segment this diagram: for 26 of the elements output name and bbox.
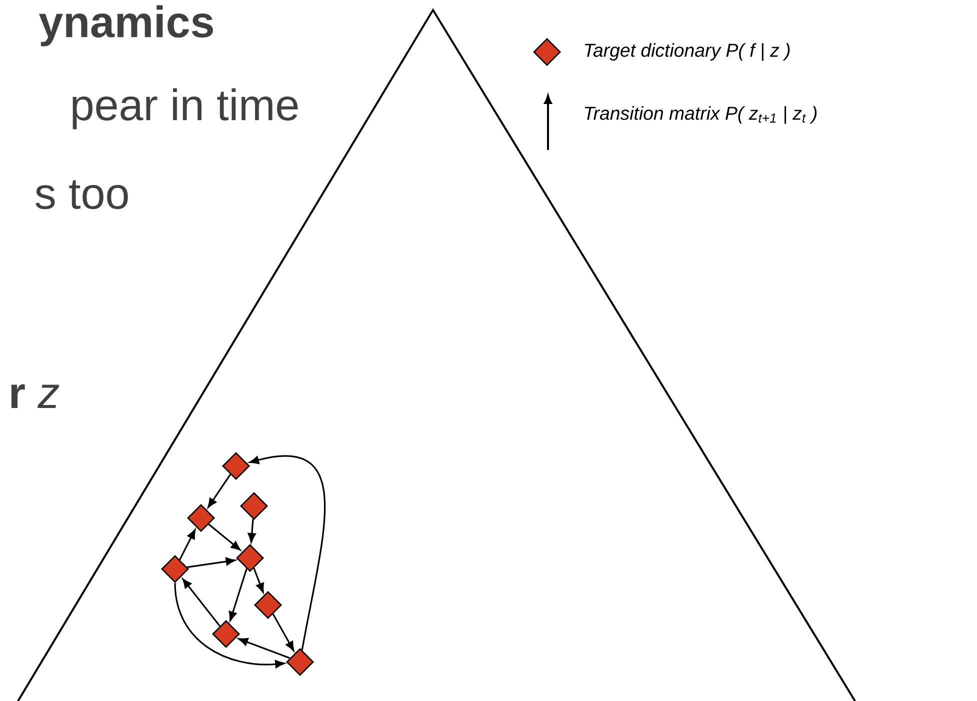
state-diamond xyxy=(161,555,189,583)
arrow xyxy=(228,568,248,622)
arrow xyxy=(249,455,326,650)
state-diamond xyxy=(240,492,268,520)
legend-text: Target dictionary P( f | z ) xyxy=(584,43,790,61)
arrow xyxy=(182,578,220,627)
arrow xyxy=(174,582,285,668)
arrow xyxy=(238,638,290,659)
arrow xyxy=(179,529,196,560)
arrow xyxy=(187,557,236,568)
legend-text: Transition matrix P( z$_{t+1}$ | z$_{t}$ ) xyxy=(584,106,817,124)
state-diamond xyxy=(222,452,250,480)
arrow xyxy=(248,518,256,543)
state-diamond xyxy=(236,544,264,572)
arrow xyxy=(208,524,241,550)
state-diamond xyxy=(212,620,240,648)
arrow xyxy=(208,474,232,508)
state-diamond xyxy=(254,591,282,619)
state-diamond xyxy=(187,504,215,532)
state-diamond xyxy=(286,648,314,676)
arrow xyxy=(253,568,264,593)
slide-text: pear in time xyxy=(72,88,298,130)
arrow xyxy=(272,614,294,652)
slide-text: ynamics xyxy=(38,5,213,46)
slide-text: r z xyxy=(11,384,60,408)
slide-text: s too xyxy=(36,180,128,210)
